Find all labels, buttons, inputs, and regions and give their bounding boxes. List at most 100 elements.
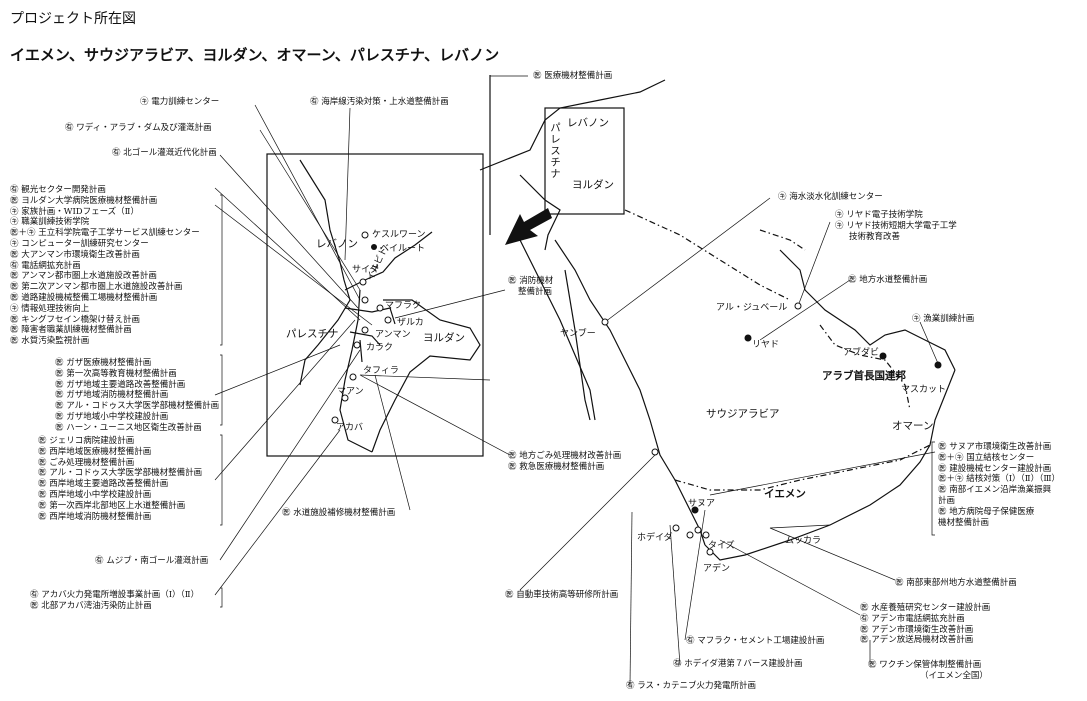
label-riyadh-group: ㋖ リヤド電子技術学院 ㋖ リヤド技術短期大学電子工学 技術教育改善 (835, 210, 957, 242)
waste-equipment-line: ㊩ 救急医療機材整備計画 (508, 461, 605, 472)
coast-redsea-west (519, 239, 596, 421)
yemen-dot2 (694, 526, 702, 534)
place-amman: アンマン (375, 330, 411, 340)
aden-list-item: ㊩ 水産養殖研究センター建設計画 (860, 603, 991, 613)
label-southeast-water: ㊩ 南部東部州地方水道整備計画 (895, 578, 1017, 588)
leader-fire (394, 289, 506, 319)
detail-jordan-border (339, 289, 373, 453)
yemen-list-item: ㊩ サヌア市環境衛生改善計画 (938, 442, 1052, 452)
country-palestine-inset: パレスチナ (549, 122, 561, 180)
aqaba-list-item: ㊩ 北部アカバ湾油汚染防止計画 (30, 600, 152, 611)
aden-list-item: ㊩ アデン市環境衛生改善計画 (860, 624, 974, 635)
label-vaccine: ㊩ ワクチン保管体制整備計画 （イエメン全国） (868, 660, 988, 682)
border-saudi-jordan (624, 209, 791, 301)
label-waste-equipment: ㊩ 地方ごみ処理機材改善計画 ㊩ 救急医療機材整備計画 (508, 451, 621, 473)
jubail-dot (794, 302, 802, 310)
jordan-list-item: ㋖ 情報処理技術向上 (10, 303, 90, 314)
gaza-list-item: ㊩ ガザ地域小中学校建設計画 (55, 411, 169, 422)
riyadh-group-line: 技術教育改善 (849, 231, 901, 242)
westbank-list-item: ㊩ 西岸地域消防機材整備計画 (38, 511, 152, 522)
label-fishery-training: ㋖ 漁業訓練計画 (912, 314, 975, 324)
jordan-list-item: ㊒ 観光セクター開発計画 (10, 185, 106, 195)
yanbu-dot (601, 318, 609, 326)
label-local-water: ㊩ 地方水道整備計画 (848, 275, 928, 285)
yemen-list-item: 計画 (938, 495, 956, 506)
detail-coastline (299, 159, 351, 386)
leader-jordan (214, 187, 361, 321)
label-hodeidah-port: ㊒ ホデイダ港第７バース建設計画 (673, 659, 803, 669)
border-kuwait (759, 229, 806, 251)
coast-mediterranean (479, 79, 666, 251)
gaza-list-item: ㊩ アル・コドゥス大学医学部機材整備計画 (55, 401, 220, 412)
jordan-list-item: ㊩ ヨルダン大学病院医療機材整備計画 (10, 195, 158, 206)
jordan-list-item: ㊩ キングフセイン橋架け替え計画 (10, 314, 140, 325)
westbank-list-item: ㊩ ジェリコ病院建設計画 (38, 436, 135, 446)
label-ras-kateeb: ㊒ ラス・カテニブ火力発電所計画 (626, 681, 757, 691)
gaza-list-item: ㊩ ガザ地域主要道路改善整備計画 (55, 379, 186, 390)
country-oman: オマーン (892, 420, 934, 432)
saida-dot (359, 278, 367, 286)
label-mafraq-cement: ㊒ マフラク・セメント工場建設計画 (686, 636, 825, 646)
westbank-list-item: ㊩ 西岸地域医療機材整備計画 (38, 446, 152, 457)
label-auto-training: ㊩ 自動車技術高等研修所計画 (505, 590, 619, 600)
jordan-list-item: ㊒ 電話網拡充計画 (10, 260, 81, 271)
hodeidah-dot (672, 524, 680, 532)
place-beirut: ベイルート (380, 244, 426, 254)
aden-dot (706, 548, 714, 556)
leader-waste (359, 374, 511, 456)
label-north-ghor: ㊒ 北ゴール灌漑近代化計画 (112, 148, 217, 158)
label-firefighting: ㊩ 消防機材 整備計画 (508, 276, 553, 298)
label-gaza-list: ㊩ ガザ医療機材整備計画 ㊩ 第一次高等教育機材整備計画 ㊩ ガザ地域主要道路改… (55, 358, 219, 434)
jordan-list-item: ㋖ 家族計画・WIDフェーズ（Ⅱ） (10, 206, 139, 217)
leader-south (769, 524, 896, 581)
jordan-list-item: ㊩＋㋖ 王立科学院電子工学サービス訓練センター (10, 228, 200, 239)
zoom-arrow (505, 208, 552, 245)
place-aqaba: アカバ (336, 423, 364, 433)
leader-northghor (219, 154, 359, 309)
amman-dot (361, 326, 369, 334)
yemen-dot1 (686, 531, 694, 539)
vaccine-line: ㊩ ワクチン保管体制整備計画 (868, 660, 982, 670)
leader-aden (719, 539, 861, 616)
jordan-list-item: ㊩ アンマン都市圏上水道施設改善計画 (10, 271, 157, 282)
country-palestine-detail: パレスチナ (286, 328, 339, 340)
jordan-list-item: ㋖ コンピューター訓練研究センター (10, 238, 149, 249)
country-jordan-inset: ヨルダン (572, 179, 614, 191)
country-uae: アラブ首長国連邦 (822, 370, 906, 382)
abudhabi-dot (879, 352, 887, 360)
place-sanaa: サヌア (688, 499, 716, 509)
bracket-jordan (220, 194, 223, 346)
label-power-training: ㋖ 電力訓練センター (140, 97, 220, 107)
place-muscat: マスカット (901, 385, 947, 395)
country-saudi: サウジアラビア (706, 408, 780, 420)
aden-list-item: ㊒ アデン市電話網拡充計画 (860, 613, 965, 624)
place-keswaan: ケスルワーン (372, 230, 426, 240)
bracket-yemen (931, 441, 935, 536)
westbank-list-item: ㊩ ごみ処理機材整備計画 (38, 457, 135, 468)
leader-hodeidah (669, 524, 681, 666)
place-abudhabi: アブダビ (843, 348, 880, 358)
place-zarqa: ザルカ (397, 318, 424, 328)
gaza-list-item: ㊩ ハーン・ユーニス地区衛生改善計画 (55, 422, 202, 433)
place-mukalla: ムッカラ (785, 536, 822, 546)
label-aqaba-list: ㊒ アカバ火力発電所増設事業計画（Ⅰ）（Ⅱ） ㊩ 北部アカバ湾油汚染防止計画 (30, 590, 199, 612)
place-karak: カラク (366, 343, 394, 353)
place-jubail: アル・ジュベール (716, 303, 788, 313)
label-medical-equip: ㊩ 医療機材整備計画 (533, 71, 613, 81)
coast-gulf (779, 249, 956, 371)
yemen-list-item: ㊩ 建設機械センター建設計画 (938, 463, 1052, 474)
aden-list-item: ㊩ アデン放送局機材改善計画 (860, 635, 974, 646)
bracket-aqaba (220, 587, 223, 608)
jordan-list-item: ㊩ 道路建設機械整備工場機材整備計画 (10, 292, 158, 303)
label-westbank-list: ㊩ ジェリコ病院建設計画 ㊩ 西岸地域医療機材整備計画 ㊩ ごみ処理機材整備計画… (38, 436, 202, 522)
sinai-line (564, 269, 591, 421)
gaza-list-item: ㊩ 第一次高等教育機材整備計画 (55, 368, 177, 379)
westbank-list-item: ㊩ アル・コドゥス大学医学部機材整備計画 (38, 468, 203, 479)
mafraq-dot (376, 304, 384, 312)
ras-dot (651, 448, 659, 456)
jordan-list-item: ㋖ 職業訓練技術学院 (10, 217, 90, 228)
leader-wadi (259, 129, 361, 291)
jordan-list-item: ㊩ 第二次アンマン都市圏上水道施設改善計画 (10, 282, 183, 293)
country-lebanon-inset: レバノン (567, 117, 609, 129)
